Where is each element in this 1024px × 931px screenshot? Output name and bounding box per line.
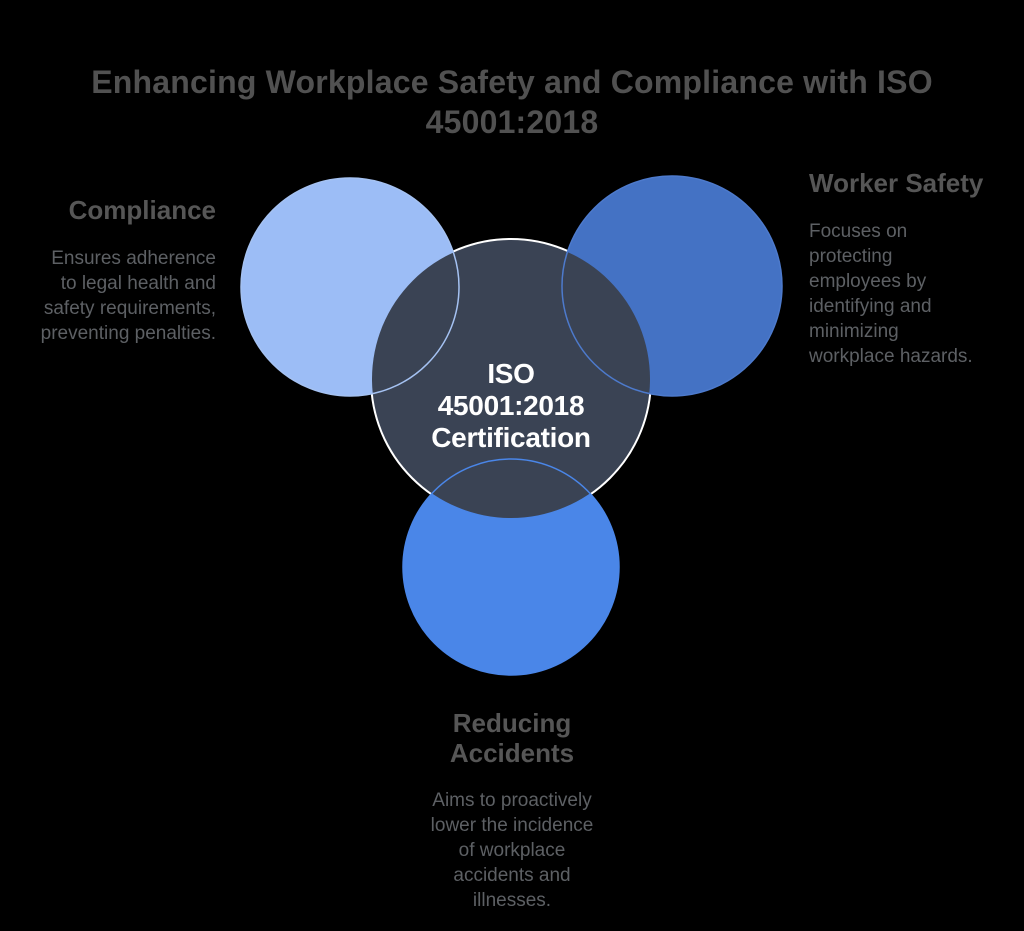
worker-safety-circle-outline	[561, 175, 783, 397]
compliance-description: Ensures adherence to legal health and sa…	[40, 248, 216, 344]
reducing-accidents-circle	[403, 459, 619, 675]
center-circle-label: ISO 45001:2018 Certification	[431, 358, 591, 453]
reducing-accidents-description: Aims to proactively lower the incidence …	[430, 790, 594, 911]
worker-safety-description: Focuses on protecting employees by ident…	[809, 221, 973, 367]
topic-compliance: Compliance Ensures adherence to legal he…	[26, 196, 216, 346]
center-circle	[372, 240, 650, 518]
reducing-accidents-circle-outline	[402, 458, 620, 676]
worker-safety-heading: Worker Safety	[809, 168, 984, 198]
compliance-circle-outline	[240, 177, 460, 397]
topic-reducing-accidents: Reducing Accidents Aims to proactively l…	[362, 708, 662, 913]
reducing-accidents-heading: Reducing Accidents	[449, 708, 575, 768]
compliance-heading: Compliance	[68, 195, 216, 225]
page-title: Enhancing Workplace Safety and Complianc…	[91, 64, 933, 140]
topic-worker-safety: Worker Safety Focuses on protecting empl…	[809, 169, 999, 369]
